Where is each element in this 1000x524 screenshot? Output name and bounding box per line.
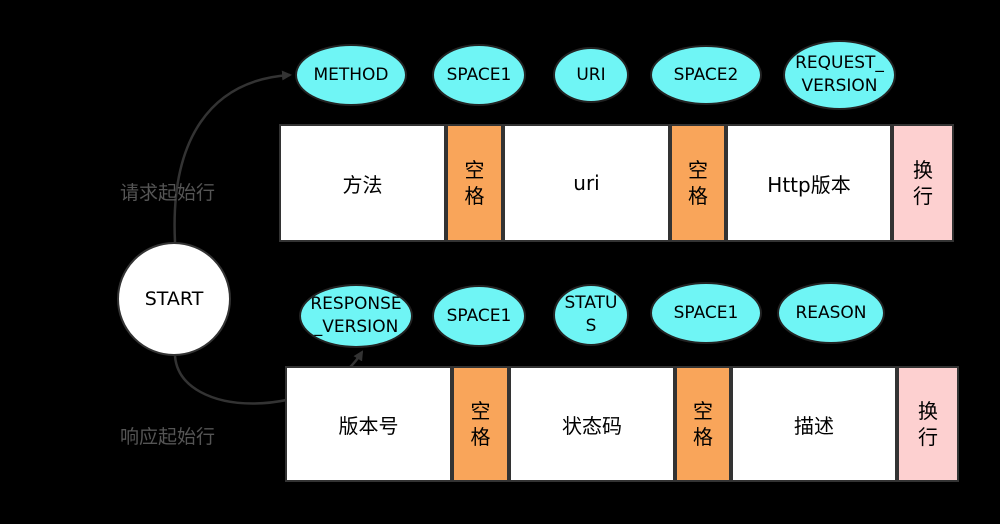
request-line-caption: 请求起始行 xyxy=(120,182,216,204)
start-node: START xyxy=(117,242,231,356)
status-code-field: 状态码 xyxy=(509,366,675,482)
newline-field: 换行 xyxy=(892,124,954,242)
http-version-field: Http版本 xyxy=(726,124,892,242)
arrow-to-method xyxy=(173,70,292,243)
uri-field: uri xyxy=(503,124,670,242)
space-field: 空格 xyxy=(446,124,503,242)
method-field: 方法 xyxy=(279,124,446,242)
space-field: 空格 xyxy=(452,366,509,482)
space1-token-2: SPACE1 xyxy=(650,282,762,344)
response-version-token: RESPONSE_VERSION xyxy=(299,284,413,348)
description-field: 描述 xyxy=(731,366,897,482)
reason-token: REASON xyxy=(777,282,885,344)
space2-token: SPACE2 xyxy=(650,45,762,105)
request-version-token: REQUEST_VERSION xyxy=(783,40,896,110)
method-token: METHOD xyxy=(295,44,407,106)
space-field: 空格 xyxy=(675,366,731,482)
space1-token: SPACE1 xyxy=(432,285,526,347)
space1-token: SPACE1 xyxy=(432,44,526,106)
version-number-field: 版本号 xyxy=(285,366,452,482)
newline-field: 换行 xyxy=(897,366,959,482)
status-token: STATUS xyxy=(553,284,629,346)
space-field: 空格 xyxy=(670,124,726,242)
uri-token: URI xyxy=(553,47,629,103)
response-line-caption: 响应起始行 xyxy=(120,426,216,448)
